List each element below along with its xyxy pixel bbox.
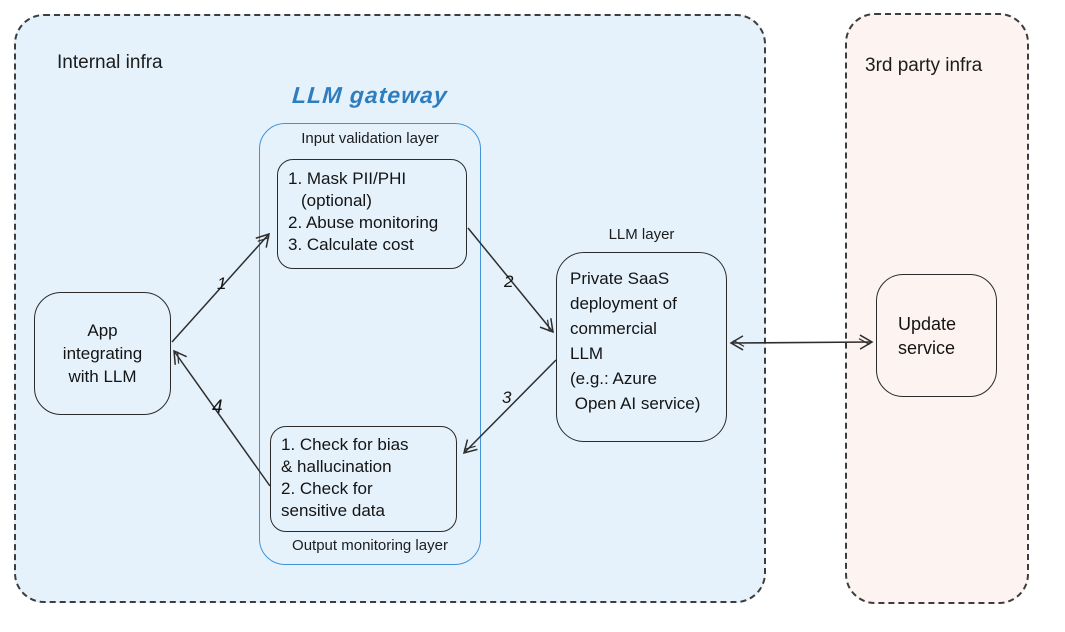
app-node-line: integrating <box>62 344 143 363</box>
output-monitoring-line: 2. Check for <box>281 479 373 498</box>
llm-node-line: Open AI service) <box>570 394 701 413</box>
llm-gateway-title: LLM gateway <box>291 82 449 108</box>
app-node-line: with LLM <box>68 367 137 386</box>
third-party-infra-label: 3rd party infra <box>865 55 983 76</box>
update-service-line: Update <box>898 313 957 334</box>
app-node: App integrating with LLM <box>34 292 171 415</box>
llm-gateway-container: Input validation layer Output monitoring… <box>259 123 481 565</box>
llm-node-line: deployment of <box>570 294 677 313</box>
arrow-label-1: 1 <box>217 274 227 293</box>
output-monitoring-line: 1. Check for bias <box>281 435 409 454</box>
update-service-node: Update service <box>876 274 997 397</box>
internal-infra-label: Internal infra <box>57 52 163 73</box>
app-node-line: App <box>87 321 118 340</box>
arrow-label-2: 2 <box>504 272 514 291</box>
input-validation-layer-label: Input validation layer <box>301 130 439 147</box>
llm-node-line: LLM <box>570 344 604 363</box>
third-party-infra-region: 3rd party infra <box>845 13 1029 604</box>
llm-node-line: (e.g.: Azure <box>570 369 657 388</box>
input-validation-line: 2. Abuse monitoring <box>288 213 439 232</box>
output-monitoring-node: 1. Check for bias & hallucination 2. Che… <box>270 426 457 532</box>
input-validation-node: 1. Mask PII/PHI (optional) 2. Abuse moni… <box>277 159 467 269</box>
output-monitoring-line: sensitive data <box>281 501 385 520</box>
input-validation-line: (optional) <box>301 191 372 210</box>
arrow-label-3: 3 <box>502 388 512 407</box>
llm-node-line: Private SaaS <box>570 269 670 288</box>
input-validation-line: 1. Mask PII/PHI <box>288 169 407 188</box>
llm-layer-label: LLM layer <box>608 226 675 243</box>
internal-infra-region: Internal infra <box>14 14 766 603</box>
llm-node: Private SaaS deployment of commercial LL… <box>556 252 727 442</box>
output-monitoring-line: & hallucination <box>281 457 392 476</box>
output-monitoring-layer-label: Output monitoring layer <box>292 537 448 554</box>
llm-node-line: commercial <box>570 319 657 338</box>
arrow-label-4: 4 <box>212 397 223 418</box>
update-service-line: service <box>898 337 956 358</box>
input-validation-line: 3. Calculate cost <box>288 235 414 254</box>
